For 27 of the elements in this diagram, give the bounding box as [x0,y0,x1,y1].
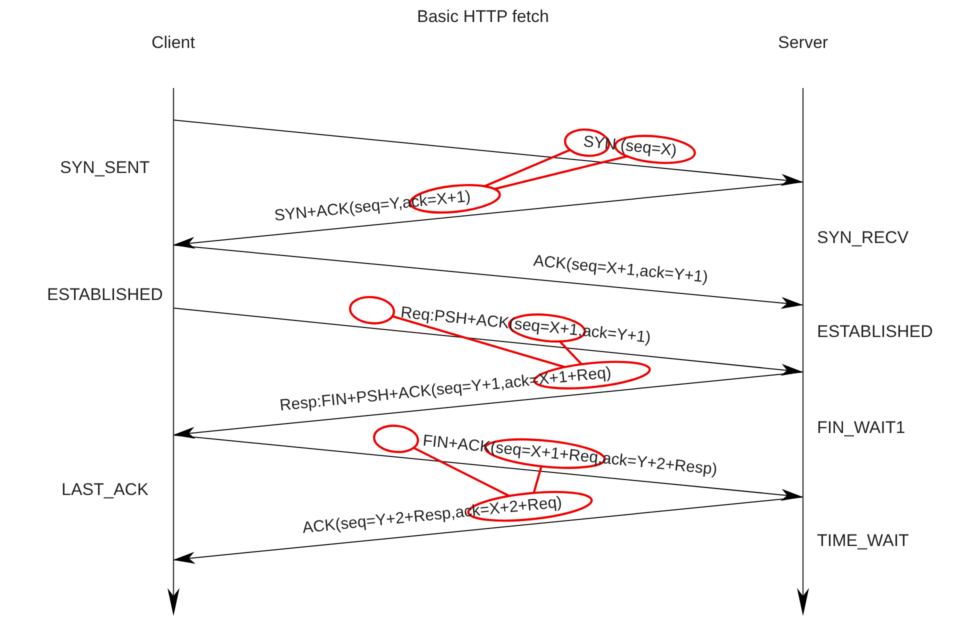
state-label: LAST_ACK [62,480,148,500]
message-arrow [172,182,804,249]
highlight-line [484,148,571,188]
highlight-ellipse [373,424,419,454]
message-arrow [172,434,804,501]
highlight-line [413,446,510,497]
highlight-ellipse [614,134,696,164]
message-arrow [172,120,804,186]
highlight-line [559,340,582,365]
message-arrow [172,308,804,376]
state-label: ESTABLISHED [47,285,163,305]
highlight-line [532,466,542,494]
message-arrow [172,372,804,439]
highlight-line [392,315,566,368]
state-label: SYN_RECV [817,228,909,248]
message-label: SYN (seq=X) [582,133,678,161]
diagram-title: Basic HTTP fetch [417,7,549,27]
state-label: FIN_WAIT1 [817,418,906,438]
highlight-ellipse [508,313,586,343]
highlight-ellipse [484,438,606,469]
state-label: SYN_SENT [60,158,150,178]
state-label: TIME_WAIT [817,531,909,551]
state-label: ESTABLISHED [817,322,933,342]
highlight-ellipse [349,296,395,324]
message-arrow [172,496,804,564]
highlight-line [494,155,628,190]
message-arrow [172,244,804,309]
